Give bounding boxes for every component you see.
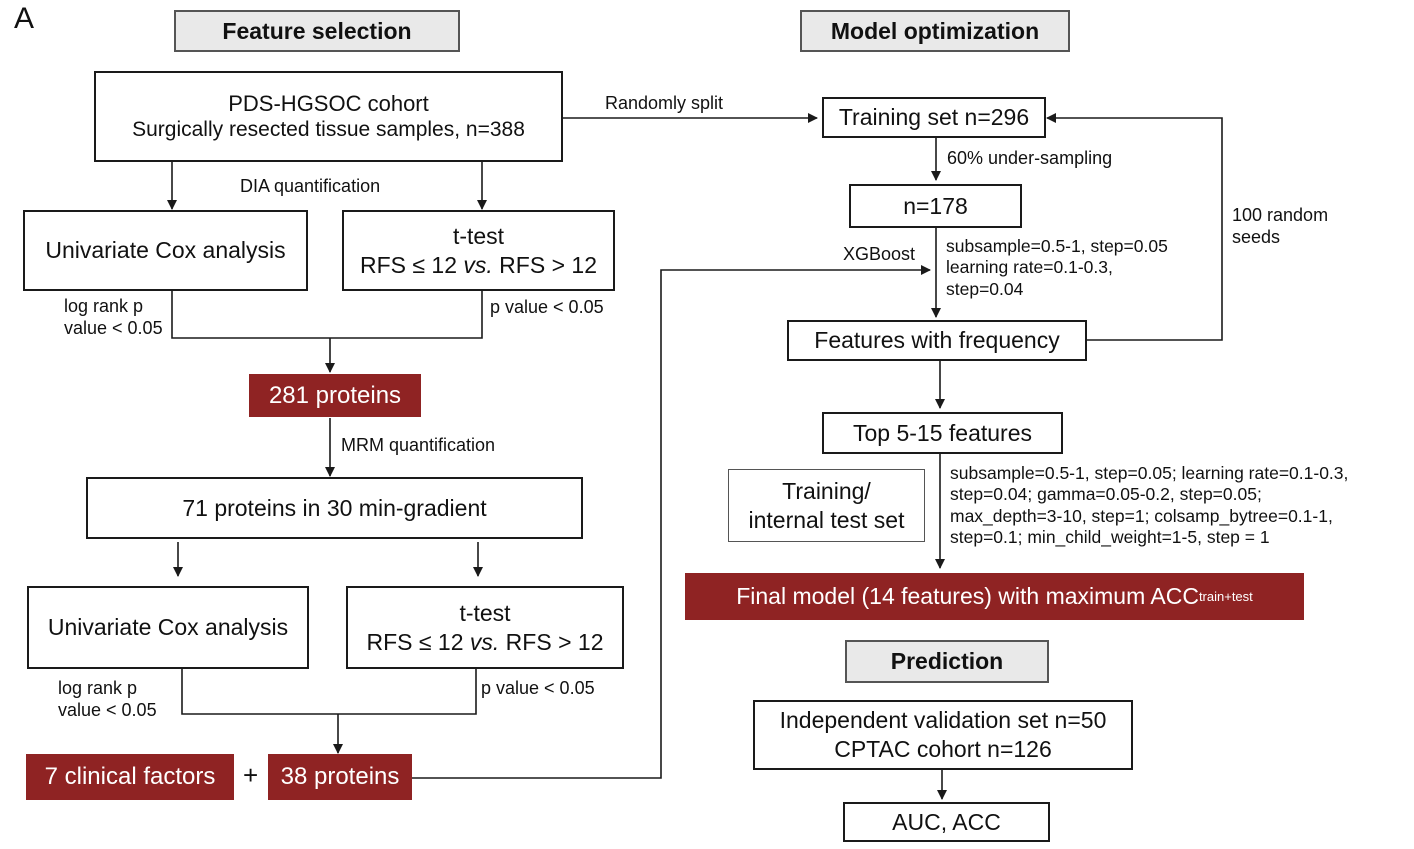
cohort-box: PDS-HGSOC cohort Surgically resected tis… [94, 71, 563, 162]
cox2-text: Univariate Cox analysis [47, 614, 289, 641]
params-block-1: subsample=0.5-1, step=0.05 learning rate… [946, 236, 1168, 299]
arrow-38-to-xgboost [412, 265, 931, 779]
proteins-38-box: 38 proteins [268, 754, 412, 800]
proteins-71-text: 71 proteins in 30 min-gradient [182, 494, 487, 521]
auc-acc-text: AUC, ACC [892, 808, 1001, 835]
n178-box: n=178 [849, 184, 1022, 228]
ttest1-title: t-test [452, 222, 505, 249]
top-features-box: Top 5-15 features [822, 412, 1063, 454]
training-set-box: Training set n=296 [822, 97, 1046, 138]
prediction-header: Prediction [845, 640, 1049, 683]
params-block-2: subsample=0.5-1, step=0.05; learning rat… [950, 463, 1349, 548]
mrm-quantification-label: MRM quantification [341, 435, 496, 455]
univariate-cox-box-1: Univariate Cox analysis [23, 210, 308, 291]
n178-text: n=178 [903, 192, 968, 219]
ttest2-title: t-test [459, 599, 511, 626]
proteins-281-box: 281 proteins [249, 374, 421, 417]
cox1-text: Univariate Cox analysis [45, 237, 286, 264]
cohort-subtitle: Surgically resected tissue samples, n=38… [132, 118, 525, 142]
ttest1-comparison: RFS ≤ 12 vs. RFS > 12 [360, 251, 597, 278]
auc-acc-box: AUC, ACC [843, 802, 1050, 842]
ttest-box-2: t-test RFS ≤ 12 vs. RFS > 12 [346, 586, 624, 669]
features-frequency-text: Features with frequency [814, 327, 1060, 354]
validation-line1: Independent validation set n=50 [779, 707, 1107, 734]
validation-box: Independent validation set n=50 CPTAC co… [753, 700, 1133, 770]
merge-line-2 [181, 669, 477, 715]
univariate-cox-box-2: Univariate Cox analysis [27, 586, 309, 669]
clinical-factors-box: 7 clinical factors [26, 754, 234, 800]
top-features-text: Top 5-15 features [852, 419, 1032, 446]
features-frequency-box: Features with frequency [787, 320, 1087, 361]
cohort-title: PDS-HGSOC cohort [228, 90, 429, 116]
ttest-box-1: t-test RFS ≤ 12 vs. RFS > 12 [342, 210, 615, 291]
under-sampling-label: 60% under-sampling [947, 148, 1113, 168]
proteins-71-box: 71 proteins in 30 min-gradient [86, 477, 583, 539]
pvalue-label-1: p value < 0.05 [490, 297, 604, 317]
validation-line2: CPTAC cohort n=126 [834, 736, 1052, 762]
merge-line-1 [171, 291, 483, 339]
final-model-box: Final model (14 features) with maximum A… [685, 573, 1304, 620]
feature-selection-header: Feature selection [174, 10, 460, 52]
dia-quantification-label: DIA quantification [240, 176, 381, 196]
arrow-seeds-loop [1046, 113, 1223, 341]
xgboost-label: XGBoost [843, 244, 916, 264]
randomly-split-label: Randomly split [605, 93, 724, 113]
ttest2-comparison: RFS ≤ 12 vs. RFS > 12 [366, 628, 604, 655]
training-internal-box: Training/ internal test set [728, 469, 925, 542]
training-set-text: Training set n=296 [838, 104, 1030, 131]
model-optimization-header: Model optimization [800, 10, 1070, 52]
plus-sign: + [243, 760, 259, 790]
panel-letter: A [14, 2, 35, 35]
pvalue-label-2: p value < 0.05 [481, 678, 595, 698]
